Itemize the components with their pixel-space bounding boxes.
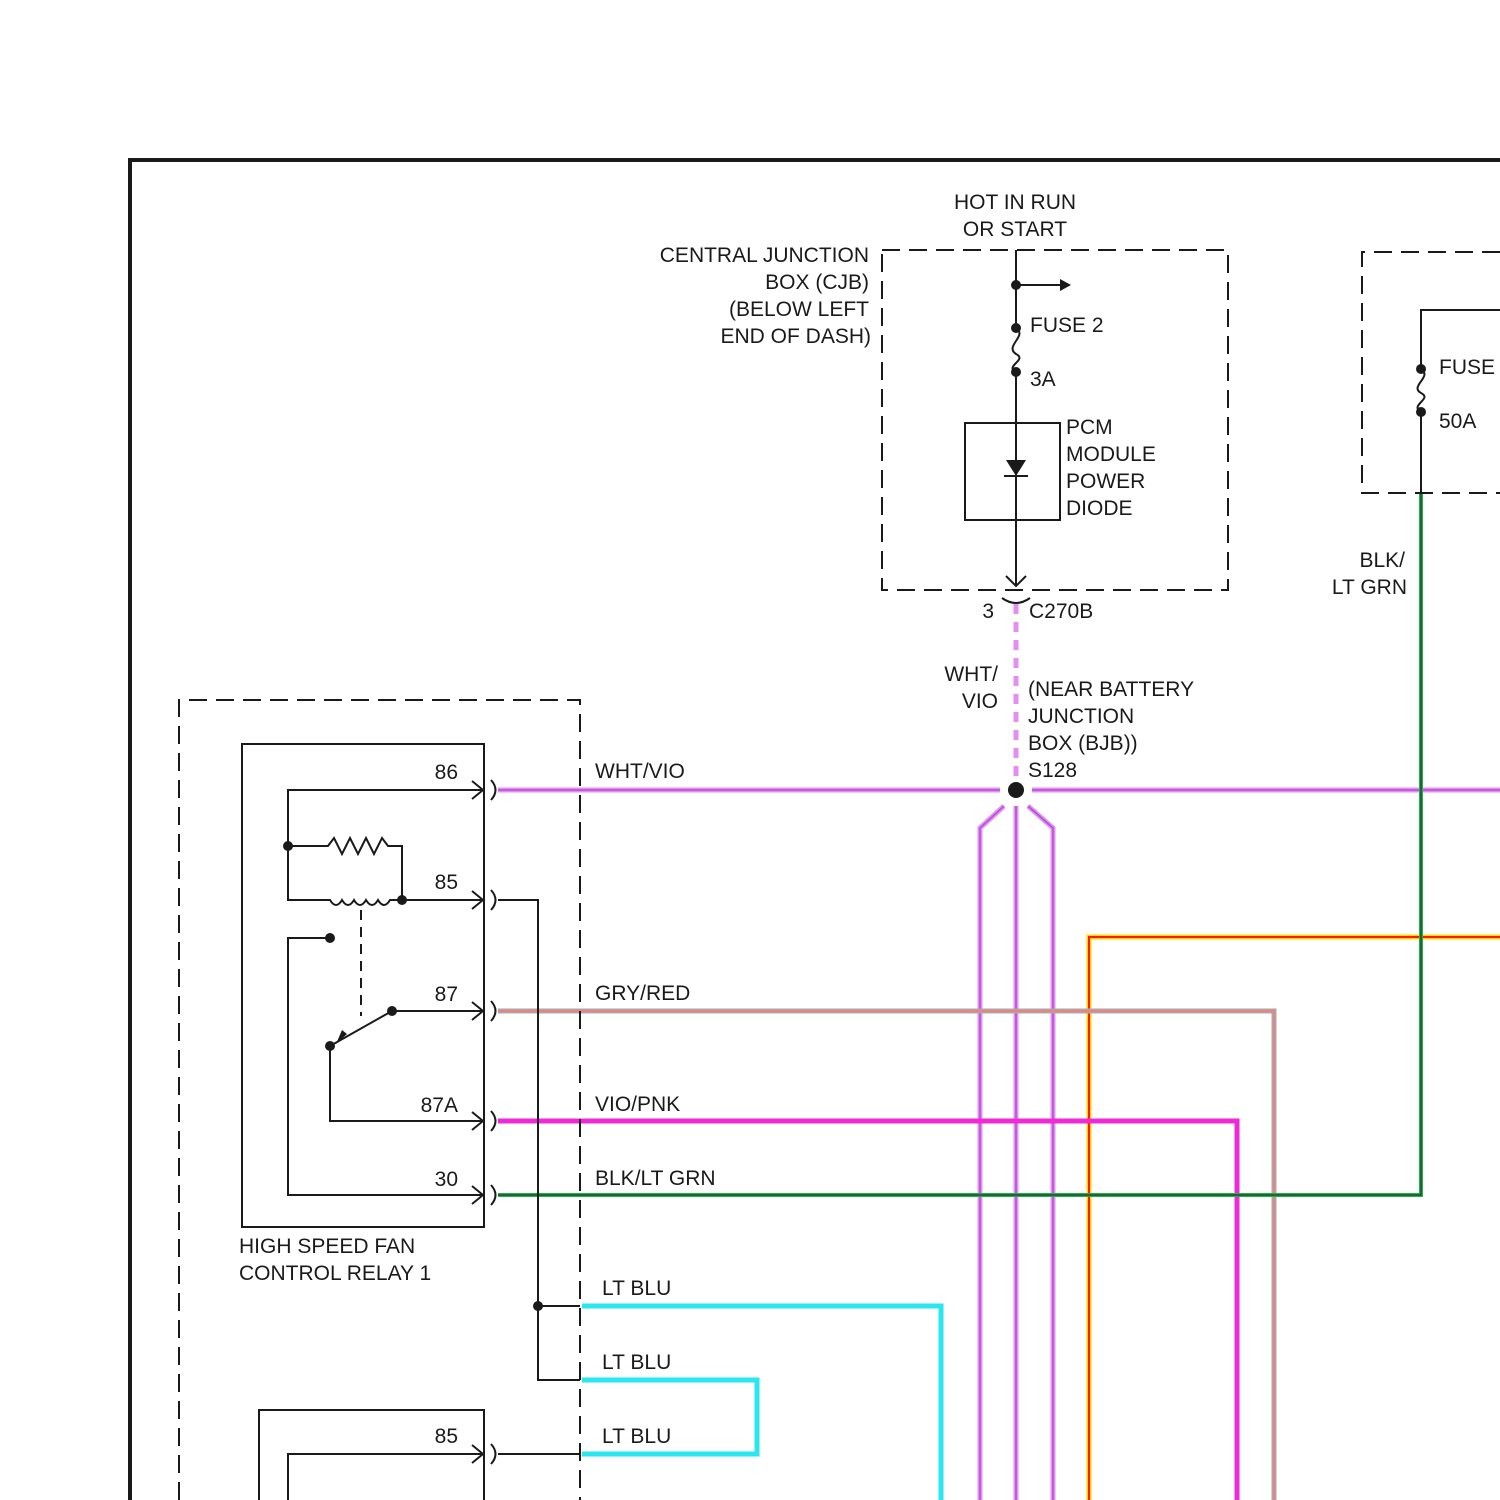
wire-label-gry-red: GRY/RED bbox=[595, 982, 690, 1005]
bjb-fuse-rating: 50A bbox=[1439, 410, 1476, 433]
wire-label-lt-blu-3: LT BLU bbox=[602, 1425, 671, 1448]
connector-pin-label: 3 bbox=[982, 600, 994, 623]
relay-1-name-1: HIGH SPEED FAN bbox=[239, 1235, 415, 1258]
relay-1-pin-30: 30 bbox=[435, 1168, 458, 1191]
cjb-name-line-2: BOX (CJB) bbox=[765, 271, 869, 294]
wire-label-wht-vio: WHT/VIO bbox=[595, 760, 685, 783]
hot-in-run-label: HOT IN RUN bbox=[954, 191, 1076, 214]
cjb-name-line-3: (BELOW LEFT bbox=[729, 298, 869, 321]
wht-vio-branch-wires bbox=[980, 806, 1053, 1500]
connector-name-label: C270B bbox=[1029, 600, 1093, 623]
lt-blu-wires bbox=[582, 1306, 941, 1500]
fuse-2-icon bbox=[1013, 328, 1020, 372]
diode-label-2: MODULE bbox=[1066, 443, 1156, 466]
c270b-connector-icon bbox=[1002, 598, 1030, 603]
wire-label-lt-blu-1: LT BLU bbox=[602, 1277, 671, 1300]
diagram-frame bbox=[130, 160, 1500, 1500]
relay-area-boundary bbox=[179, 700, 580, 1500]
splice-location-3: BOX (BJB)) bbox=[1028, 732, 1138, 755]
splice-s128-dot bbox=[1008, 782, 1024, 798]
relay-1-pin-87a: 87A bbox=[421, 1094, 458, 1117]
blk-lt-grn-wire bbox=[498, 494, 1421, 1195]
fuse-2-rating: 3A bbox=[1030, 368, 1056, 391]
fuse-50a-icon bbox=[1418, 369, 1425, 412]
splice-name-label: S128 bbox=[1028, 759, 1077, 782]
relay-2-internal bbox=[288, 1444, 580, 1500]
cjb-boundary bbox=[882, 250, 1228, 590]
bjb-wire-label-1: BLK/ bbox=[1359, 549, 1405, 572]
cjb-name-line-1: CENTRAL JUNCTION bbox=[660, 244, 869, 267]
relay-1-pin-85: 85 bbox=[435, 871, 458, 894]
relay-2-pin-85: 85 bbox=[435, 1425, 458, 1448]
relay-1-internal bbox=[283, 780, 496, 1205]
hot-in-run-label-2: OR START bbox=[963, 218, 1067, 241]
diode-label-3: POWER bbox=[1066, 470, 1145, 493]
fuse-2-label: FUSE 2 bbox=[1030, 314, 1104, 337]
splice-location-1: (NEAR BATTERY bbox=[1028, 678, 1194, 701]
cjb-name-line-4: END OF DASH) bbox=[720, 325, 871, 348]
pin-85-external-wire bbox=[498, 900, 580, 1380]
bjb-circuit bbox=[1416, 310, 1500, 494]
resistor-icon bbox=[288, 838, 402, 900]
splice-wire-label-2: VIO bbox=[962, 690, 998, 713]
wire-label-lt-blu-2: LT BLU bbox=[602, 1351, 671, 1374]
wire-label-vio-pnk: VIO/PNK bbox=[595, 1093, 680, 1116]
splice-wire-label-1: WHT/ bbox=[944, 663, 998, 686]
red-yellow-wire bbox=[1089, 937, 1500, 1500]
bjb-fuse-label: FUSE bbox=[1439, 356, 1495, 379]
diode-label-4: DIODE bbox=[1066, 497, 1133, 520]
diode-icon bbox=[1006, 460, 1026, 476]
relay-1-pin-87: 87 bbox=[435, 983, 458, 1006]
splice-location-2: JUNCTION bbox=[1028, 705, 1134, 728]
bjb-wire-label-2: LT GRN bbox=[1332, 576, 1407, 599]
cjb-circuit bbox=[965, 250, 1071, 603]
relay-1-name-2: CONTROL RELAY 1 bbox=[239, 1262, 431, 1285]
wire-label-blk-lt-grn: BLK/LT GRN bbox=[595, 1167, 716, 1190]
relay-1-pin-86: 86 bbox=[435, 761, 458, 784]
pcm-diode-box bbox=[965, 423, 1060, 520]
diode-label-1: PCM bbox=[1066, 416, 1113, 439]
